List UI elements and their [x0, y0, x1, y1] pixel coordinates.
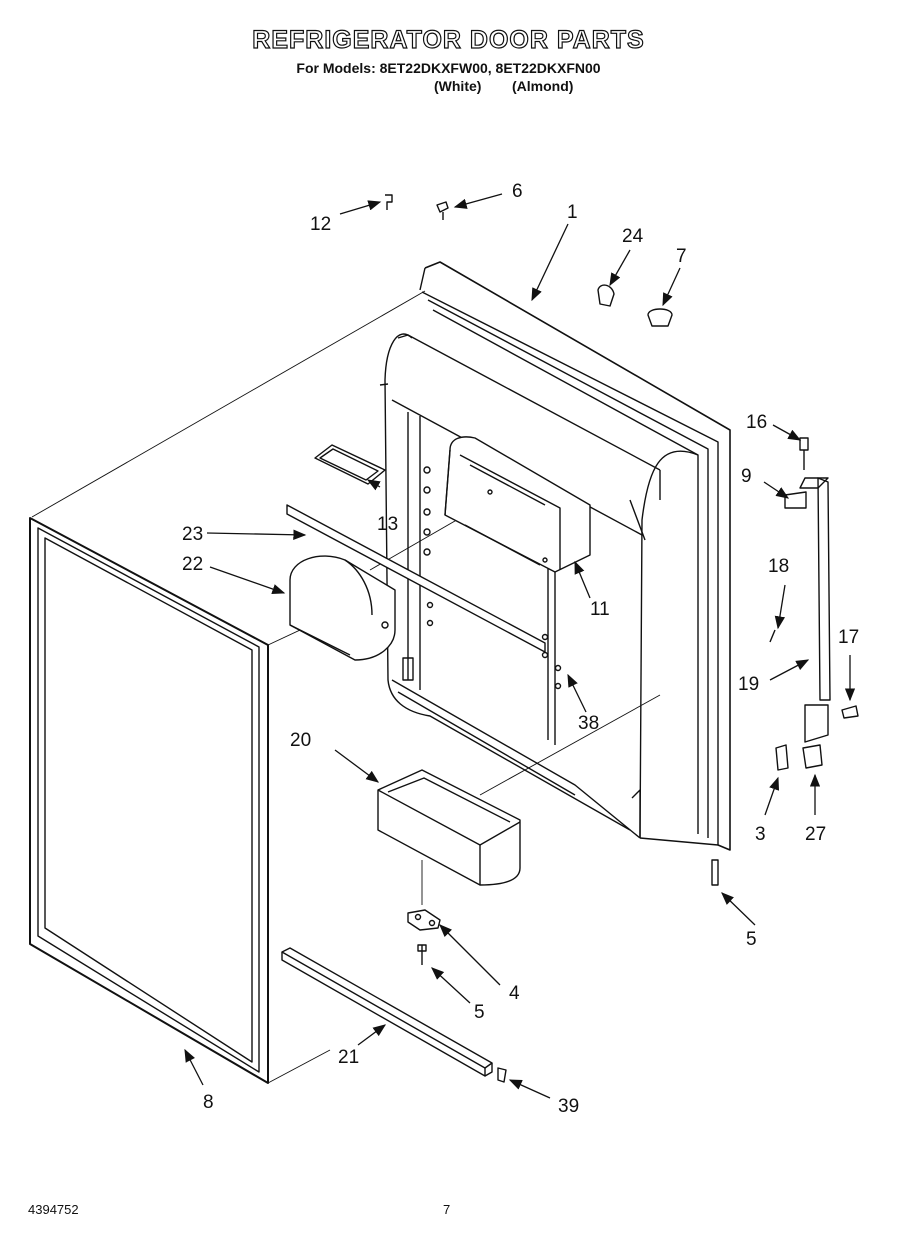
leader-arrows: [184, 193, 856, 1099]
door-handle: [711, 437, 859, 886]
callout-6: 6: [512, 181, 523, 202]
callout-16: 16: [746, 412, 767, 433]
callout-1: 1: [567, 202, 578, 223]
assembly-guide-lines: [31, 290, 661, 1084]
document-number: 4394752: [28, 1202, 79, 1217]
callout-11: 11: [590, 599, 610, 620]
variant-white: (White): [434, 78, 482, 94]
callout-20: 20: [290, 730, 311, 751]
callout-39: 39: [558, 1096, 579, 1117]
shelf-bar: [286, 504, 546, 653]
callout-24: 24: [622, 226, 644, 247]
callout-38: 38: [578, 713, 599, 734]
callout-3: 3: [755, 824, 766, 845]
callout-12: 12: [310, 214, 331, 235]
models-line: For Models: 8ET22DKXFW00, 8ET22DKXFN00: [296, 60, 601, 76]
door-bottom-strip: [281, 947, 493, 1077]
callout-18: 18: [768, 556, 789, 577]
callout-21: 21: [338, 1047, 359, 1068]
upper-door-bin: [444, 436, 591, 573]
callout-17: 17: [838, 627, 859, 648]
callout-8: 8: [203, 1092, 214, 1113]
door-gasket: [29, 517, 269, 1084]
dairy-door-frame: [314, 444, 386, 485]
hinge-bracket: [407, 909, 441, 965]
callout-labels: 1 3 4 5 5 6 7 8 9 11 12 13 16 17 18 19 2…: [182, 181, 859, 1117]
top-hardware: [385, 194, 673, 327]
variant-almond: (Almond): [512, 78, 574, 94]
callout-27: 27: [805, 824, 826, 845]
callout-13: 13: [377, 514, 398, 535]
callout-7: 7: [676, 246, 687, 267]
callout-5-lower: 5: [474, 1002, 485, 1023]
callout-9: 9: [741, 466, 752, 487]
strip-screw: [497, 1067, 507, 1083]
lower-door-bin: [377, 769, 521, 886]
page-title: REFRIGERATOR DOOR PARTS: [252, 25, 645, 54]
page-number: 7: [443, 1202, 451, 1217]
callout-4: 4: [509, 983, 520, 1004]
refrigerator-door: [379, 261, 731, 851]
callout-22: 22: [182, 554, 203, 575]
callout-5-right: 5: [746, 929, 757, 950]
butter-bin: [289, 555, 396, 661]
callout-23: 23: [182, 524, 203, 545]
callout-19: 19: [738, 674, 759, 695]
